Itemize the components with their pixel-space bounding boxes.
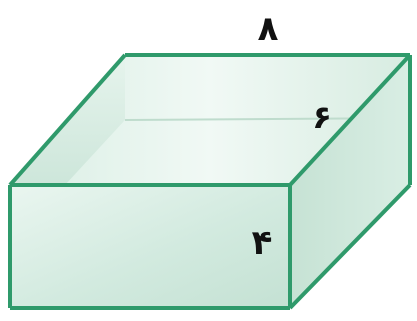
edge-top-right — [288, 53, 412, 187]
front-face — [10, 185, 290, 308]
edge-top-left — [8, 53, 127, 187]
edge-bottom-right — [288, 183, 412, 310]
label-height: ۴ — [252, 223, 273, 263]
label-width: ۶ — [312, 98, 332, 136]
box-edges — [8, 53, 412, 310]
label-length: ۸ — [258, 9, 279, 49]
right-side-face — [290, 55, 410, 308]
